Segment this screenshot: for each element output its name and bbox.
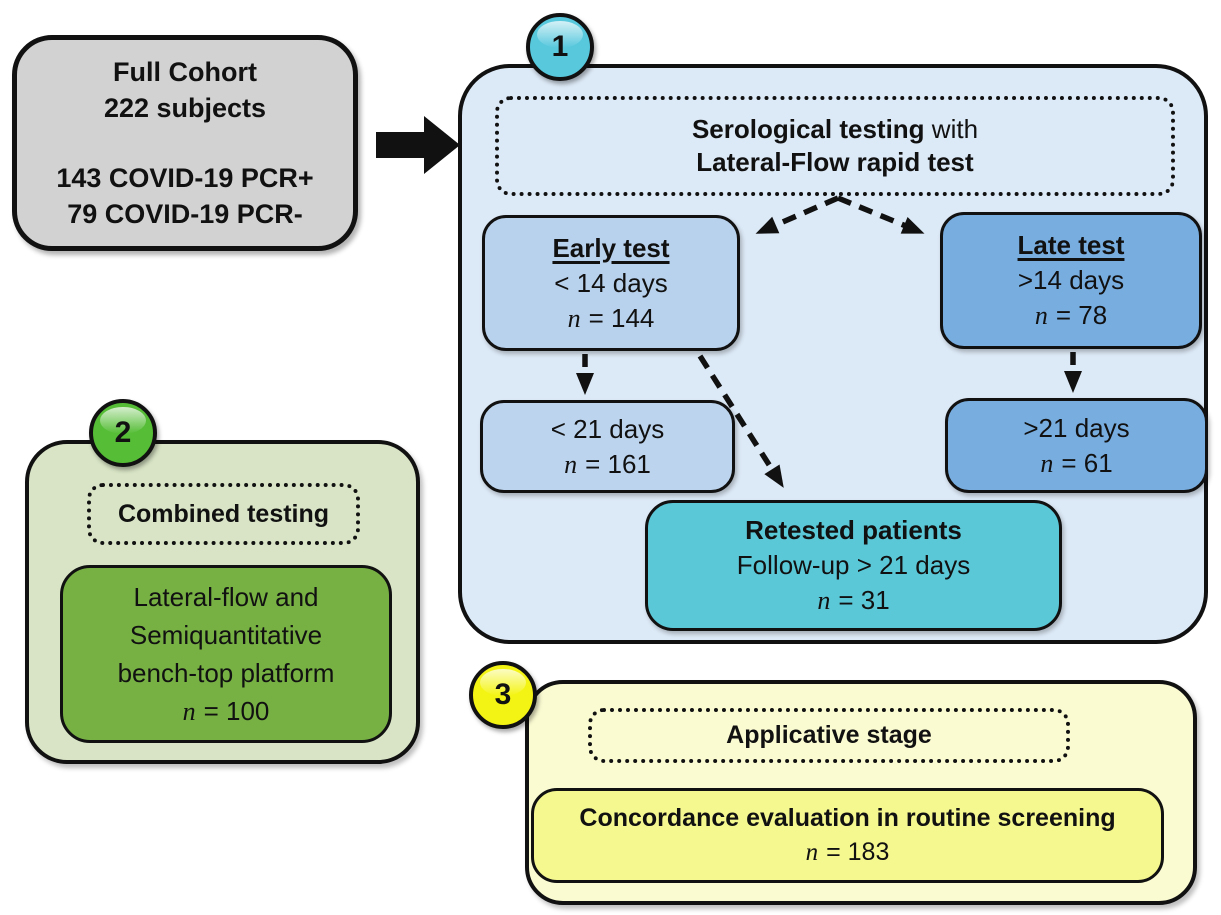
applicative-stage-header: Applicative stage <box>588 708 1070 763</box>
n-value: = 161 <box>585 448 651 479</box>
n-value: = 31 <box>838 585 890 615</box>
early-test-range: < 14 days <box>554 267 668 298</box>
stage1-badge-number: 1 <box>551 30 569 63</box>
late-followup-range: >21 days <box>1023 412 1130 443</box>
n-label: n <box>567 303 581 333</box>
full-cohort-pcr-negative: 79 COVID-19 PCR- <box>67 199 303 229</box>
late-followup-box: >21 days n= 61 <box>945 398 1208 493</box>
n-value: = 78 <box>1055 300 1108 330</box>
retested-patients-box: Retested patients Follow-up > 21 days n=… <box>645 500 1062 631</box>
retested-title: Retested patients <box>745 515 962 545</box>
retested-n: n= 31 <box>817 583 889 618</box>
n-value: = 61 <box>1061 447 1113 478</box>
serological-line1: Serological testing with <box>692 113 978 146</box>
n-value: = 144 <box>588 302 655 333</box>
stage3-badge: 3 <box>469 661 537 729</box>
retested-range: Follow-up > 21 days <box>736 550 971 580</box>
early-test-box: Early test < 14 days n= 144 <box>482 215 740 351</box>
combined-line2: Semiquantitative <box>129 619 323 650</box>
stage3-badge-number: 3 <box>494 678 512 711</box>
serological-line1-rest: with <box>924 114 979 144</box>
cohort-to-stage1-arrow <box>376 116 460 174</box>
full-cohort-subjects: 222 subjects <box>103 93 267 123</box>
stage1-badge: 1 <box>526 13 594 81</box>
serological-line2: Lateral-Flow rapid test <box>696 147 974 177</box>
n-label: n <box>182 696 196 726</box>
stage2-badge: 2 <box>89 399 157 467</box>
late-test-box: Late test >14 days n= 78 <box>940 212 1202 349</box>
stage1-container: Serological testing with Lateral-Flow ra… <box>458 64 1208 644</box>
combined-n: n= 100 <box>183 692 270 731</box>
late-test-n: n= 78 <box>1035 298 1107 333</box>
serological-line1-bold: Serological testing <box>691 114 925 144</box>
stage2-container: Combined testing Lateral-flow and Semiqu… <box>25 440 420 764</box>
early-followup-range: < 21 days <box>550 413 665 444</box>
full-cohort-title: Full Cohort <box>113 57 257 87</box>
n-label: n <box>805 839 819 866</box>
stage2-badge-number: 2 <box>114 416 132 449</box>
stage3-container: Applicative stage Concordance evaluation… <box>525 680 1197 905</box>
late-test-title: Late test <box>1017 230 1125 260</box>
combined-testing-body: Lateral-flow and Semiquantitative bench-… <box>60 565 392 743</box>
n-value: = 183 <box>826 838 890 866</box>
serological-testing-header: Serological testing with Lateral-Flow ra… <box>495 96 1175 196</box>
combined-testing-header: Combined testing <box>87 483 360 545</box>
combined-line3: bench-top platform <box>117 657 335 688</box>
full-cohort-pcr-positive: 143 COVID-19 PCR+ <box>56 163 314 193</box>
early-followup-box: < 21 days n= 161 <box>480 400 735 493</box>
early-followup-n: n= 161 <box>564 447 651 482</box>
n-label: n <box>1034 301 1048 330</box>
combined-line1: Lateral-flow and <box>133 581 319 612</box>
n-label: n <box>1040 448 1054 478</box>
n-label: n <box>564 449 578 479</box>
late-followup-n: n= 61 <box>1040 446 1112 481</box>
n-label: n <box>817 586 831 615</box>
n-value: = 100 <box>203 695 270 726</box>
applicative-n: n = 183 <box>806 835 890 870</box>
late-test-range: >14 days <box>1017 265 1125 295</box>
early-test-n: n= 144 <box>568 301 655 336</box>
full-cohort-box: Full Cohort 222 subjects 143 COVID-19 PC… <box>12 35 358 251</box>
early-test-title: Early test <box>552 232 670 263</box>
concordance-line: Concordance evaluation in routine screen… <box>579 804 1116 832</box>
applicative-stage-body: Concordance evaluation in routine screen… <box>531 788 1164 883</box>
